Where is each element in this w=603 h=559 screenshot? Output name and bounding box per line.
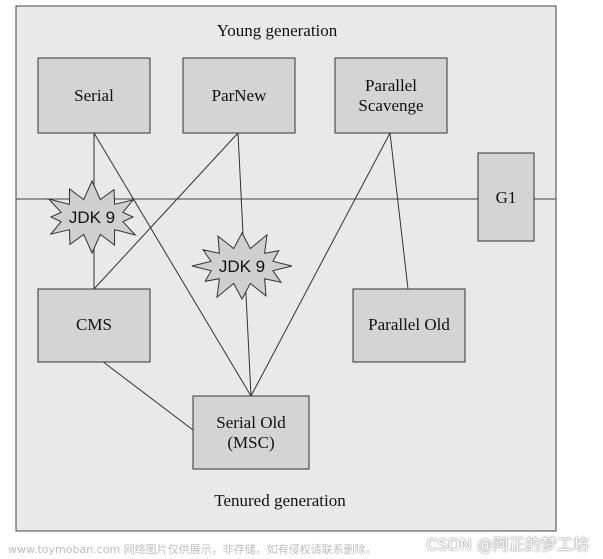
edge-serial-serial-old [93, 132, 252, 397]
collector-parallel-old-box [352, 288, 466, 363]
deprecation-burst-label: JDK 9 [219, 257, 265, 276]
collector-serial-old: Serial Old (MSC) [192, 395, 310, 470]
collector-parallel-scavenge-box [334, 57, 448, 134]
tenured-generation-label: Tenured generation [214, 491, 346, 510]
edge-parnew-cms [93, 132, 239, 290]
collector-cms-label: CMS [76, 315, 112, 334]
collector-g1-label: G1 [496, 188, 517, 207]
collector-g1-box [477, 152, 535, 242]
collector-serial-old-label-line1: Serial Old [216, 413, 286, 432]
collector-serial: Serial [37, 57, 151, 134]
collector-g1: G1 [477, 152, 535, 242]
collector-parallel-scavenge: Parallel Scavenge [334, 57, 448, 134]
collector-parnew: ParNew [182, 57, 296, 134]
starburst-icon [47, 179, 137, 255]
collector-serial-box [37, 57, 151, 134]
collector-serial-old-label-line2: (MSC) [227, 433, 274, 452]
watermark-right: CSDN @阿正的梦工坊 [426, 535, 589, 554]
edge-cms-serial-old [101, 360, 194, 431]
collector-serial-old-box [192, 395, 310, 470]
deprecation-burst-serial-cms: JDK 9 [47, 179, 137, 255]
starburst-icon [191, 231, 293, 301]
young-generation-label: Young generation [217, 21, 338, 40]
watermark-left: www.toymoban.com 网络图片仅供展示，非存储，如有侵权请联系删除。 [8, 543, 377, 556]
collector-parallel-old: Parallel Old [352, 288, 466, 363]
collector-parnew-label: ParNew [212, 86, 267, 105]
collector-parallel-scavenge-label-line2: Scavenge [358, 96, 423, 115]
collector-cms: CMS [37, 288, 151, 363]
collector-serial-label: Serial [74, 86, 114, 105]
edge-parallel-scavenge-parallel-old [389, 132, 409, 290]
collector-parallel-scavenge-label-line1: Parallel [365, 76, 417, 95]
collector-parnew-box [182, 57, 296, 134]
collector-parallel-old-label: Parallel Old [368, 315, 450, 334]
collector-cms-box [37, 288, 151, 363]
edge-parallel-scavenge-serial-old [250, 132, 391, 397]
deprecation-burst-label: JDK 9 [69, 208, 115, 227]
deprecation-burst-parnew-cms: JDK 9 [191, 231, 293, 301]
